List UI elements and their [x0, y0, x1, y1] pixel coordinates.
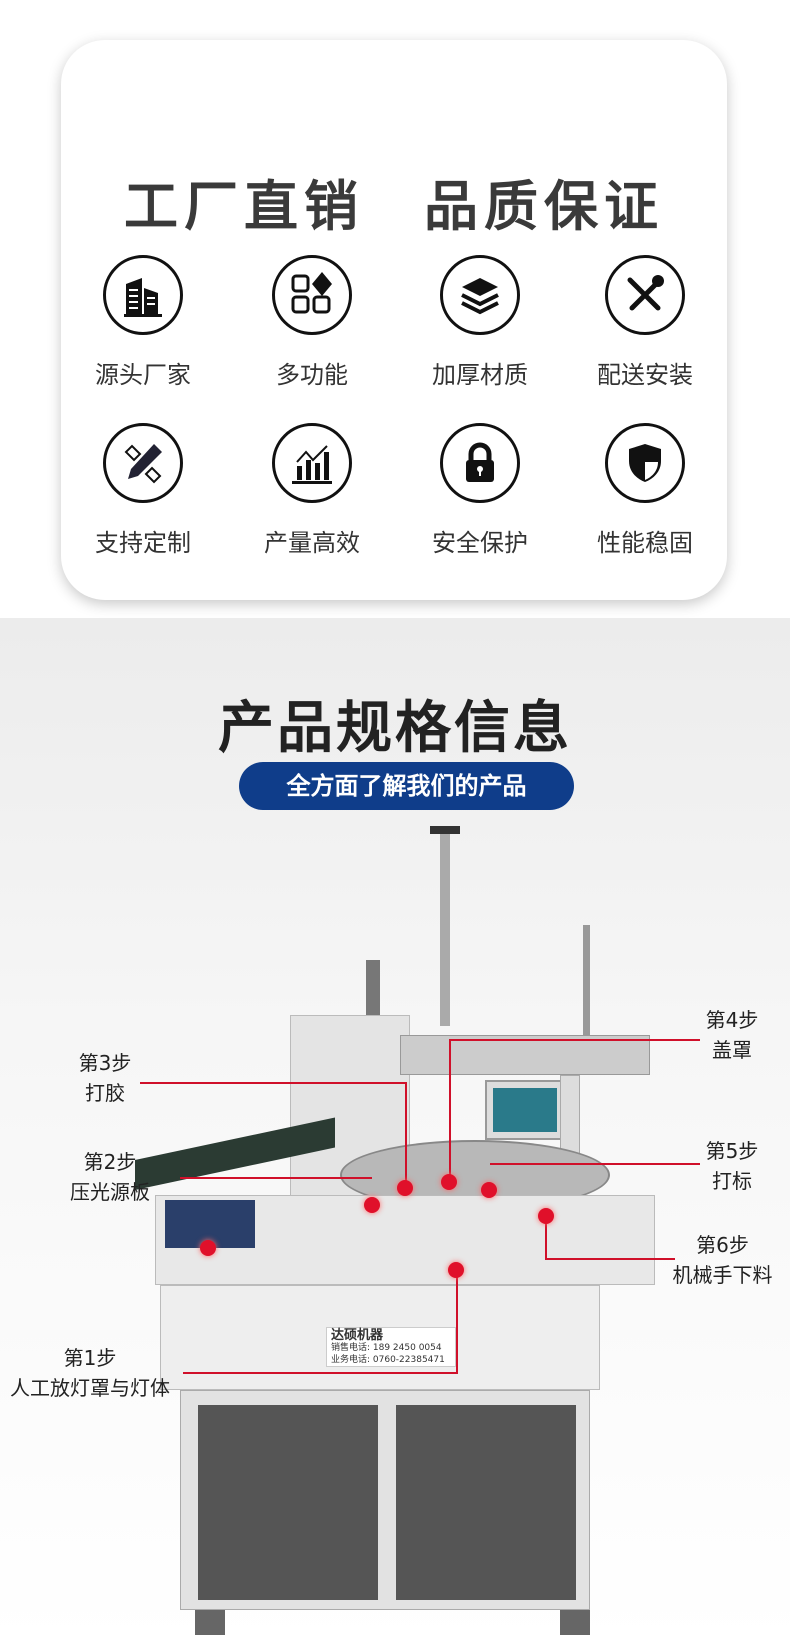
tools-icon: [605, 255, 685, 335]
feature-item: 安全保护: [405, 423, 555, 558]
specs-subtitle-badge: 全方面了解我们的产品: [239, 762, 574, 810]
step-2-label: 第2步压光源板: [70, 1150, 150, 1204]
step-4-label: 第4步盖罩: [705, 1008, 759, 1062]
apps-icon: [272, 255, 352, 335]
feature-label: 支持定制: [95, 529, 191, 557]
feature-item: 产量高效: [237, 423, 387, 558]
feature-label: 加厚材质: [432, 361, 528, 389]
lock-icon: [440, 423, 520, 503]
step-6-label: 第6步机械手下料: [672, 1233, 773, 1287]
pencil-ruler-icon: [103, 423, 183, 503]
feature-label: 源头厂家: [95, 361, 191, 389]
feature-item: 配送安装: [570, 255, 720, 390]
feature-item: 加厚材质: [405, 255, 555, 390]
layers-icon: [440, 255, 520, 335]
machine-phone: 销售电话: 189 2450 0054: [331, 1343, 442, 1353]
chart-up-icon: [272, 423, 352, 503]
building-icon: [103, 255, 183, 335]
feature-item: 源头厂家: [68, 255, 218, 390]
step-3-label: 第3步打胶: [78, 1051, 132, 1105]
machine-brand: 达硕机器: [331, 1328, 384, 1343]
feature-label: 配送安装: [597, 361, 693, 389]
shield-icon: [605, 423, 685, 503]
step-5-label: 第5步打标: [705, 1139, 759, 1193]
machine-phone: 业务电话: 0760-22385471: [331, 1355, 445, 1365]
feature-item: 性能稳固: [570, 423, 720, 558]
specs-title: 产品规格信息: [218, 696, 572, 761]
step-1-label: 第1步人工放灯罩与灯体: [10, 1346, 170, 1400]
card-title: 工厂直销 品质保证: [124, 175, 664, 238]
feature-label: 性能稳固: [597, 529, 693, 557]
feature-label: 多功能: [276, 361, 348, 389]
feature-item: 支持定制: [68, 423, 218, 558]
feature-label: 安全保护: [432, 529, 528, 557]
feature-item: 多功能: [237, 255, 387, 390]
feature-label: 产量高效: [264, 529, 360, 557]
